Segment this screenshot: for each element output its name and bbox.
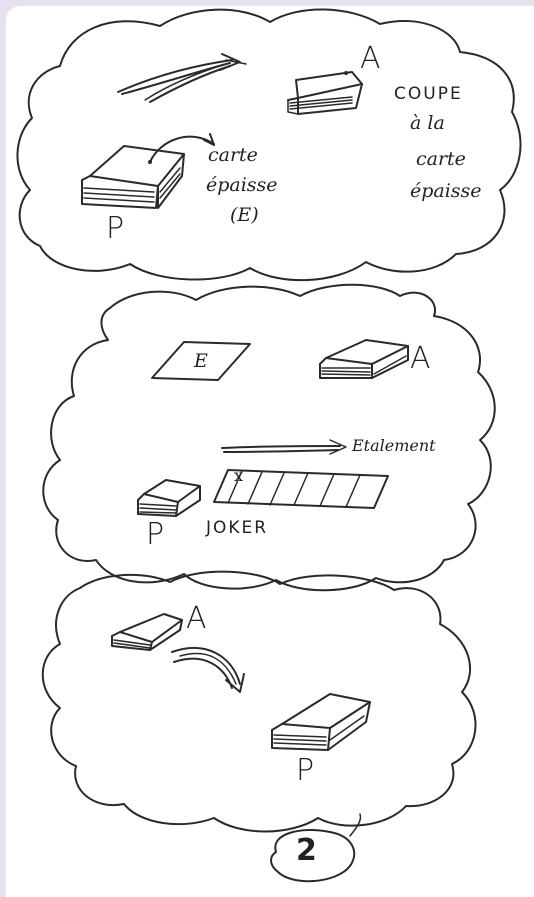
- scene2-deck-p: [138, 480, 200, 516]
- scene2-spread-label: Etalement: [352, 438, 436, 454]
- scene2-card-e-label: E: [194, 352, 208, 371]
- scene2-joker-mark: x: [234, 468, 243, 484]
- scene3-deck-a-label: A: [186, 604, 207, 634]
- note-line-4: épaisse: [410, 182, 482, 201]
- thick-card-line-1: carte: [208, 146, 258, 165]
- note-line-2: à la: [410, 114, 445, 133]
- note-line-1: COUPE: [394, 86, 463, 103]
- note-line-3: carte: [416, 150, 466, 169]
- thick-card-line-3: (E): [230, 206, 259, 225]
- scene2-deck-p-label: P: [146, 520, 164, 550]
- scene1-deck-a: [288, 71, 362, 114]
- scene2-joker-label: JOKER: [206, 520, 268, 537]
- scene3-deck-p: [272, 694, 370, 750]
- scene3-cloud-outline: [43, 572, 476, 832]
- scene3-move-arrow: [172, 648, 244, 692]
- thick-card-line-2: épaisse: [206, 176, 278, 195]
- page-number: 2: [296, 836, 317, 866]
- scene1-deck-a-label: A: [360, 44, 381, 74]
- scene3-deck-a: [112, 614, 182, 650]
- scene1-deck-p-label: P: [106, 214, 124, 244]
- scene2-deck-a-label: A: [410, 344, 431, 374]
- scene1-cloud-outline: [17, 9, 520, 280]
- scene1-cut-arrow: [118, 54, 246, 102]
- scene3-deck-p-label: P: [296, 756, 314, 786]
- scene1-deck-p: [82, 146, 184, 208]
- scene2-spread-arrow: [222, 440, 346, 454]
- scene2-deck-a: [320, 340, 408, 378]
